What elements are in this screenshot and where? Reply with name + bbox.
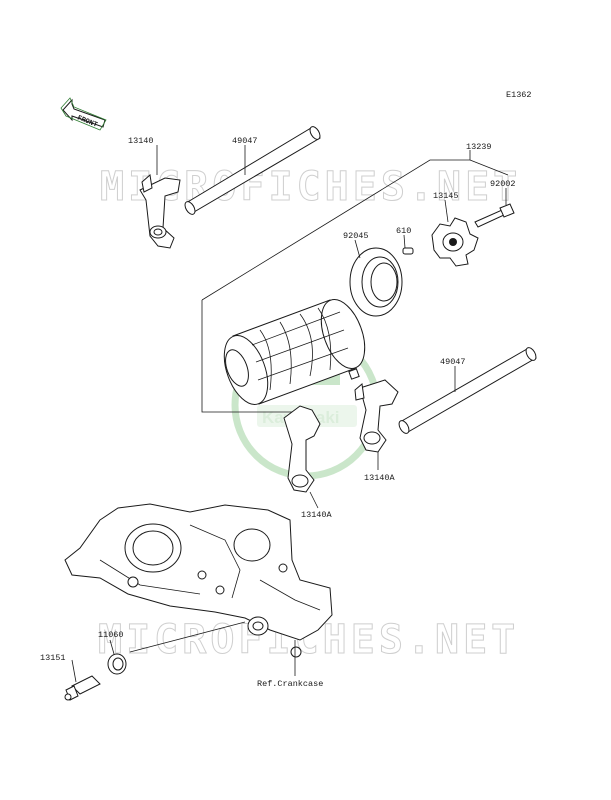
crankcase [64, 503, 333, 676]
label-11060: 11060 [98, 630, 124, 640]
label-92045: 92045 [343, 231, 369, 241]
bolt-92002 [474, 188, 515, 228]
diagram-code: E1362 [506, 90, 532, 100]
label-13140A-right: 13140A [364, 473, 396, 483]
shift-fork-13140A-right [348, 368, 399, 470]
front-arrow-icon: FRONT [60, 97, 107, 131]
label-49047-lower: 49047 [440, 357, 466, 367]
watermark: MICROFICHES.NET MICROFICHES.NET Kawasaki [98, 164, 518, 664]
shift-fork-13140 [139, 145, 181, 249]
reference-label-crankcase: Ref.Crankcase [257, 679, 323, 689]
label-13140A-left: 13140A [301, 510, 333, 520]
label-92002: 92002 [490, 179, 516, 189]
assembly-bracket [201, 150, 509, 413]
shift-fork-13140A-left [283, 405, 321, 509]
label-13239: 13239 [466, 142, 492, 152]
shift-drum-cam-13145 [431, 199, 479, 267]
gasket-11060 [107, 639, 127, 675]
label-13140: 13140 [128, 136, 154, 146]
label-610: 610 [396, 226, 411, 236]
shift-rod-49047-upper [184, 126, 321, 215]
label-13151: 13151 [40, 653, 66, 663]
neutral-switch-13151 [64, 659, 101, 701]
shift-rod-49047-lower [398, 347, 537, 434]
label-13145: 13145 [433, 191, 459, 201]
label-49047-upper: 49047 [232, 136, 258, 146]
bearing-92045 [349, 239, 403, 317]
pin-610 [402, 234, 414, 255]
shift-drum [223, 299, 366, 405]
